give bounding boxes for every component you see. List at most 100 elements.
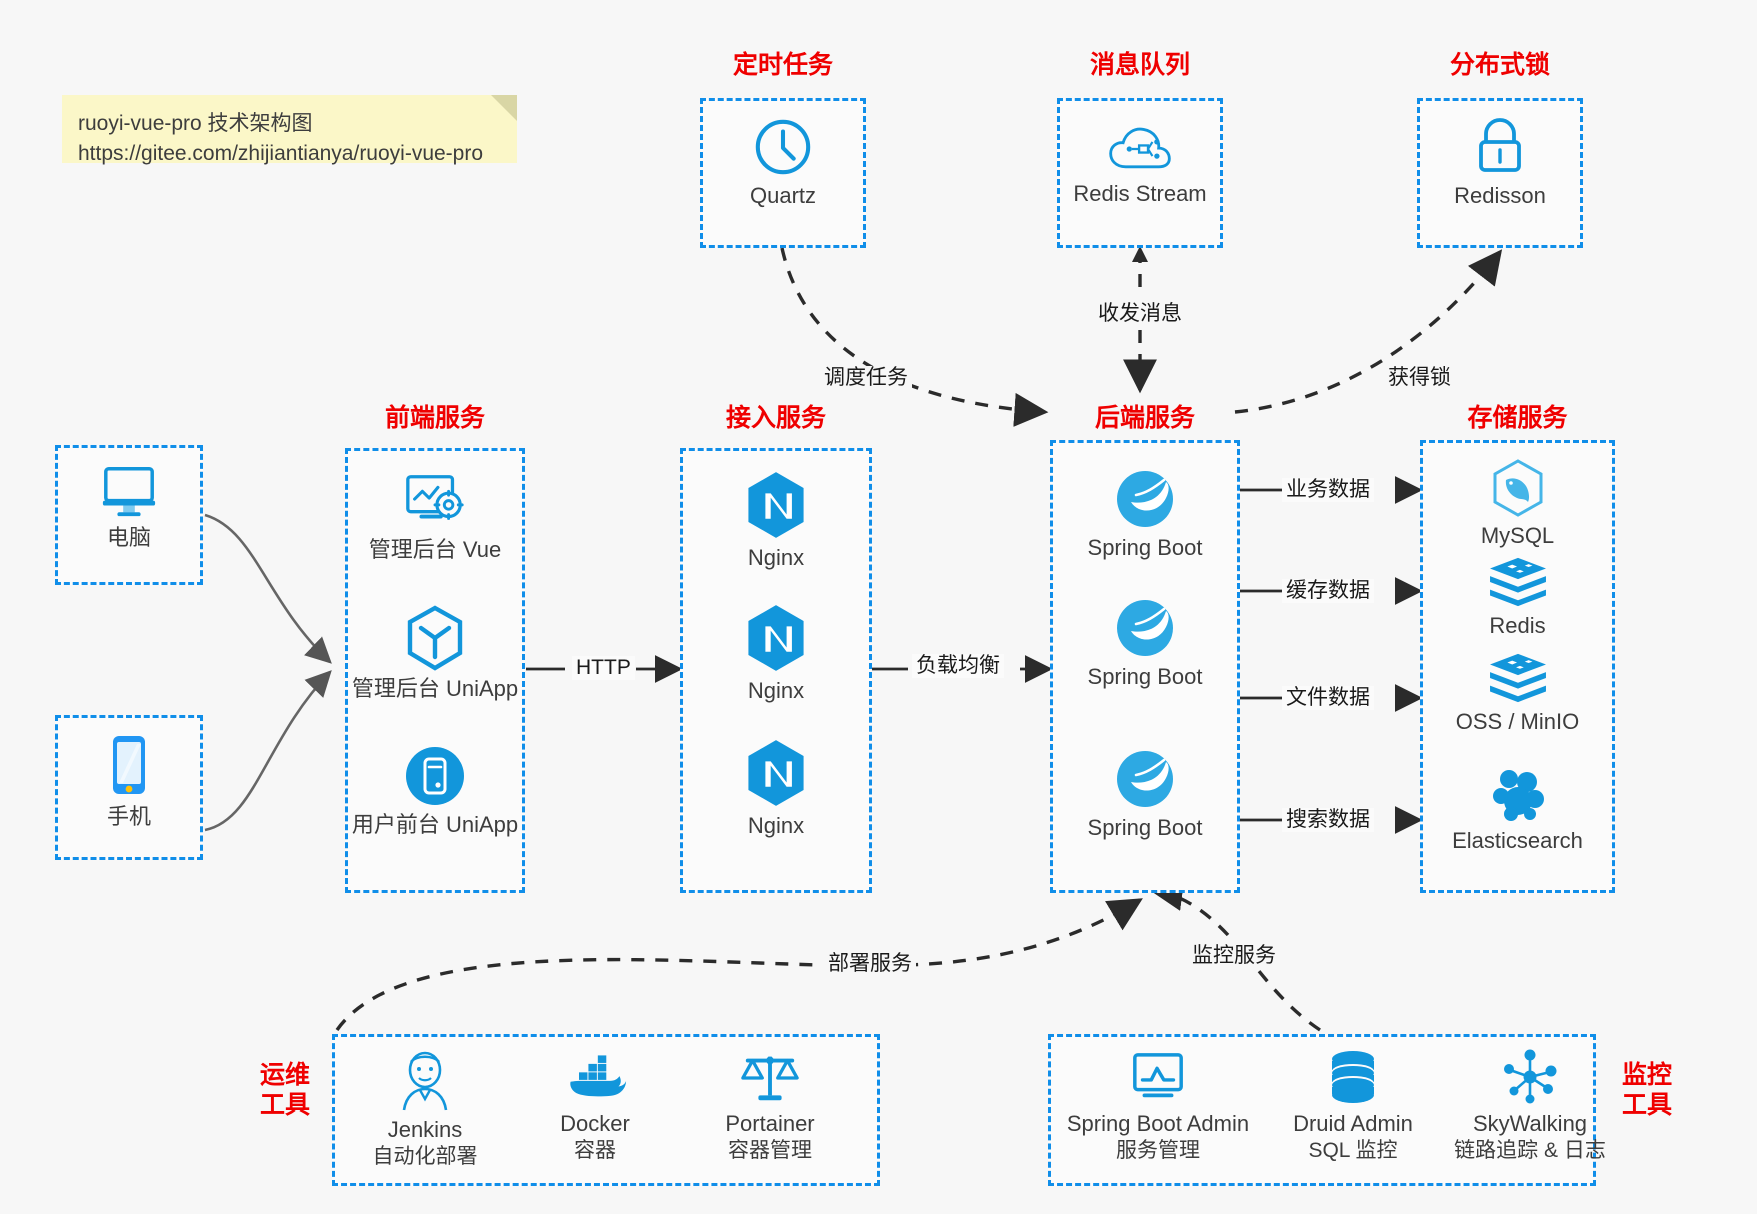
jenkins-butler-icon [396,1050,454,1112]
scales-icon [740,1048,800,1106]
edge-label-monitor-service: 监控服务 [1188,944,1280,968]
edge-label-file-data: 文件数据 [1282,686,1374,710]
padlock-icon [1471,116,1529,178]
node-elasticsearch[interactable]: Elasticsearch [1420,765,1615,854]
node-spring-boot-admin[interactable]: Spring Boot Admin 服务管理 [1058,1050,1258,1164]
node-oss-minio[interactable]: OSS / MinIO [1420,650,1615,735]
node-redis-stream[interactable]: Redis Stream [1057,122,1223,207]
mysql-dolphin-icon [1488,458,1548,518]
access-title: 接入服务 [725,404,826,432]
diagram-note: ruoyi-vue-pro 技术架构图 https://gitee.com/zh… [62,95,517,165]
node-label: OSS / MinIO [1455,709,1580,734]
monitor-title-line-1: 监控 [1621,1061,1672,1089]
node-label: Portainer [725,1111,815,1136]
edge-label-schedule-task: 调度任务 [820,366,912,390]
monitor-title-line-2: 工具 [1621,1091,1672,1119]
node-label: Spring Boot [1087,664,1203,689]
node-label: Nginx [747,545,805,570]
network-nodes-icon [1500,1048,1560,1106]
node-portainer[interactable]: Portainer 容器管理 [680,1048,860,1164]
node-sublabel: 容器管理 [728,1139,812,1162]
node-label: Nginx [747,813,805,838]
database-cylinder-icon [1324,1048,1382,1106]
edge-label-acquire-lock: 获得锁 [1384,366,1455,390]
devops-title: 运维 工具 [250,1060,320,1120]
node-label: Redisson [1454,183,1546,208]
edge-label-http: HTTP [572,656,635,680]
monitor-chart-icon [1127,1050,1189,1106]
node-label: Spring Boot [1087,815,1203,840]
nginx-icon [744,603,808,673]
node-label: Elasticsearch [1452,828,1583,853]
dashboard-gear-icon [402,470,468,532]
node-label: Jenkins [387,1117,463,1142]
edge-label-deploy-service: 部署服务 [824,952,916,976]
nginx-icon [744,738,808,808]
docker-whale-icon [563,1050,627,1106]
backend-title: 后端服务 [1094,404,1195,432]
devops-title-line-2: 工具 [259,1091,310,1119]
smartphone-icon [105,733,153,799]
node-sublabel: 容器 [574,1139,616,1162]
node-nginx-3[interactable]: Nginx [680,738,872,839]
redis-stack-icon [1486,554,1550,608]
scheduled-task-title: 定时任务 [732,51,833,79]
node-nginx-2[interactable]: Nginx [680,603,872,704]
node-label: MySQL [1480,523,1555,548]
node-admin-vue[interactable]: 管理后台 Vue [345,470,525,563]
node-label: Quartz [749,183,817,208]
message-queue-group [1057,98,1223,248]
node-label: 用户前台 UniApp [351,812,519,837]
edge-label-search-data: 搜索数据 [1282,808,1374,832]
node-label: Docker [560,1111,630,1136]
desktop-monitor-icon [98,462,160,520]
node-label: Nginx [747,678,805,703]
edge-label-business-data: 业务数据 [1282,478,1374,502]
note-fold-corner [491,95,517,121]
redis-stack-icon [1486,650,1550,704]
storage-title: 存储服务 [1467,404,1568,432]
edge-label-cache-data: 缓存数据 [1282,579,1374,603]
node-label: Druid Admin [1293,1111,1413,1136]
node-label: 电脑 [106,525,151,550]
node-skywalking[interactable]: SkyWalking 链路追踪 & 日志 [1430,1048,1630,1164]
distributed-lock-group [1417,98,1583,248]
node-label: Redis Stream [1073,181,1207,206]
node-sublabel: 链路追踪 & 日志 [1454,1139,1606,1162]
node-spring-boot-1[interactable]: Spring Boot [1050,468,1240,561]
node-admin-uniapp[interactable]: 管理后台 UniApp [345,605,525,702]
node-computer[interactable]: 电脑 [55,462,203,551]
node-label: 管理后台 UniApp [351,676,519,701]
node-spring-boot-3[interactable]: Spring Boot [1050,748,1240,841]
node-user-uniapp[interactable]: 用户前台 UniApp [345,745,525,838]
node-nginx-1[interactable]: Nginx [680,470,872,571]
spring-leaf-icon [1114,468,1176,530]
node-mysql[interactable]: MySQL [1420,458,1615,549]
node-label: Spring Boot [1087,535,1203,560]
note-line-1: ruoyi-vue-pro 技术架构图 [78,112,313,135]
mobile-app-icon [404,745,466,807]
node-quartz[interactable]: Quartz [700,116,866,209]
monitor-title: 监控 工具 [1612,1060,1682,1120]
node-sublabel: 服务管理 [1116,1139,1200,1162]
node-jenkins[interactable]: Jenkins 自动化部署 [340,1050,510,1170]
cube-icon [404,605,466,671]
edge-label-load-balance: 负载均衡 [912,654,1004,678]
node-druid-admin[interactable]: Druid Admin SQL 监控 [1268,1048,1438,1164]
clock-icon [752,116,814,178]
devops-title-line-1: 运维 [259,1061,310,1089]
node-spring-boot-2[interactable]: Spring Boot [1050,597,1240,690]
node-phone[interactable]: 手机 [55,733,203,830]
node-docker[interactable]: Docker 容器 [510,1050,680,1164]
note-line-2: https://gitee.com/zhijiantianya/ruoyi-vu… [78,142,484,165]
node-label: 手机 [106,804,151,829]
node-label: Spring Boot Admin [1066,1111,1250,1136]
edge-label-send-receive-message: 收发消息 [1094,302,1186,326]
node-redis[interactable]: Redis [1420,554,1615,639]
message-queue-title: 消息队列 [1089,51,1190,79]
monitor-group [1048,1034,1596,1186]
spring-leaf-icon [1114,748,1176,810]
node-label: SkyWalking [1472,1111,1588,1136]
spring-leaf-icon [1114,597,1176,659]
node-redisson[interactable]: Redisson [1417,116,1583,209]
